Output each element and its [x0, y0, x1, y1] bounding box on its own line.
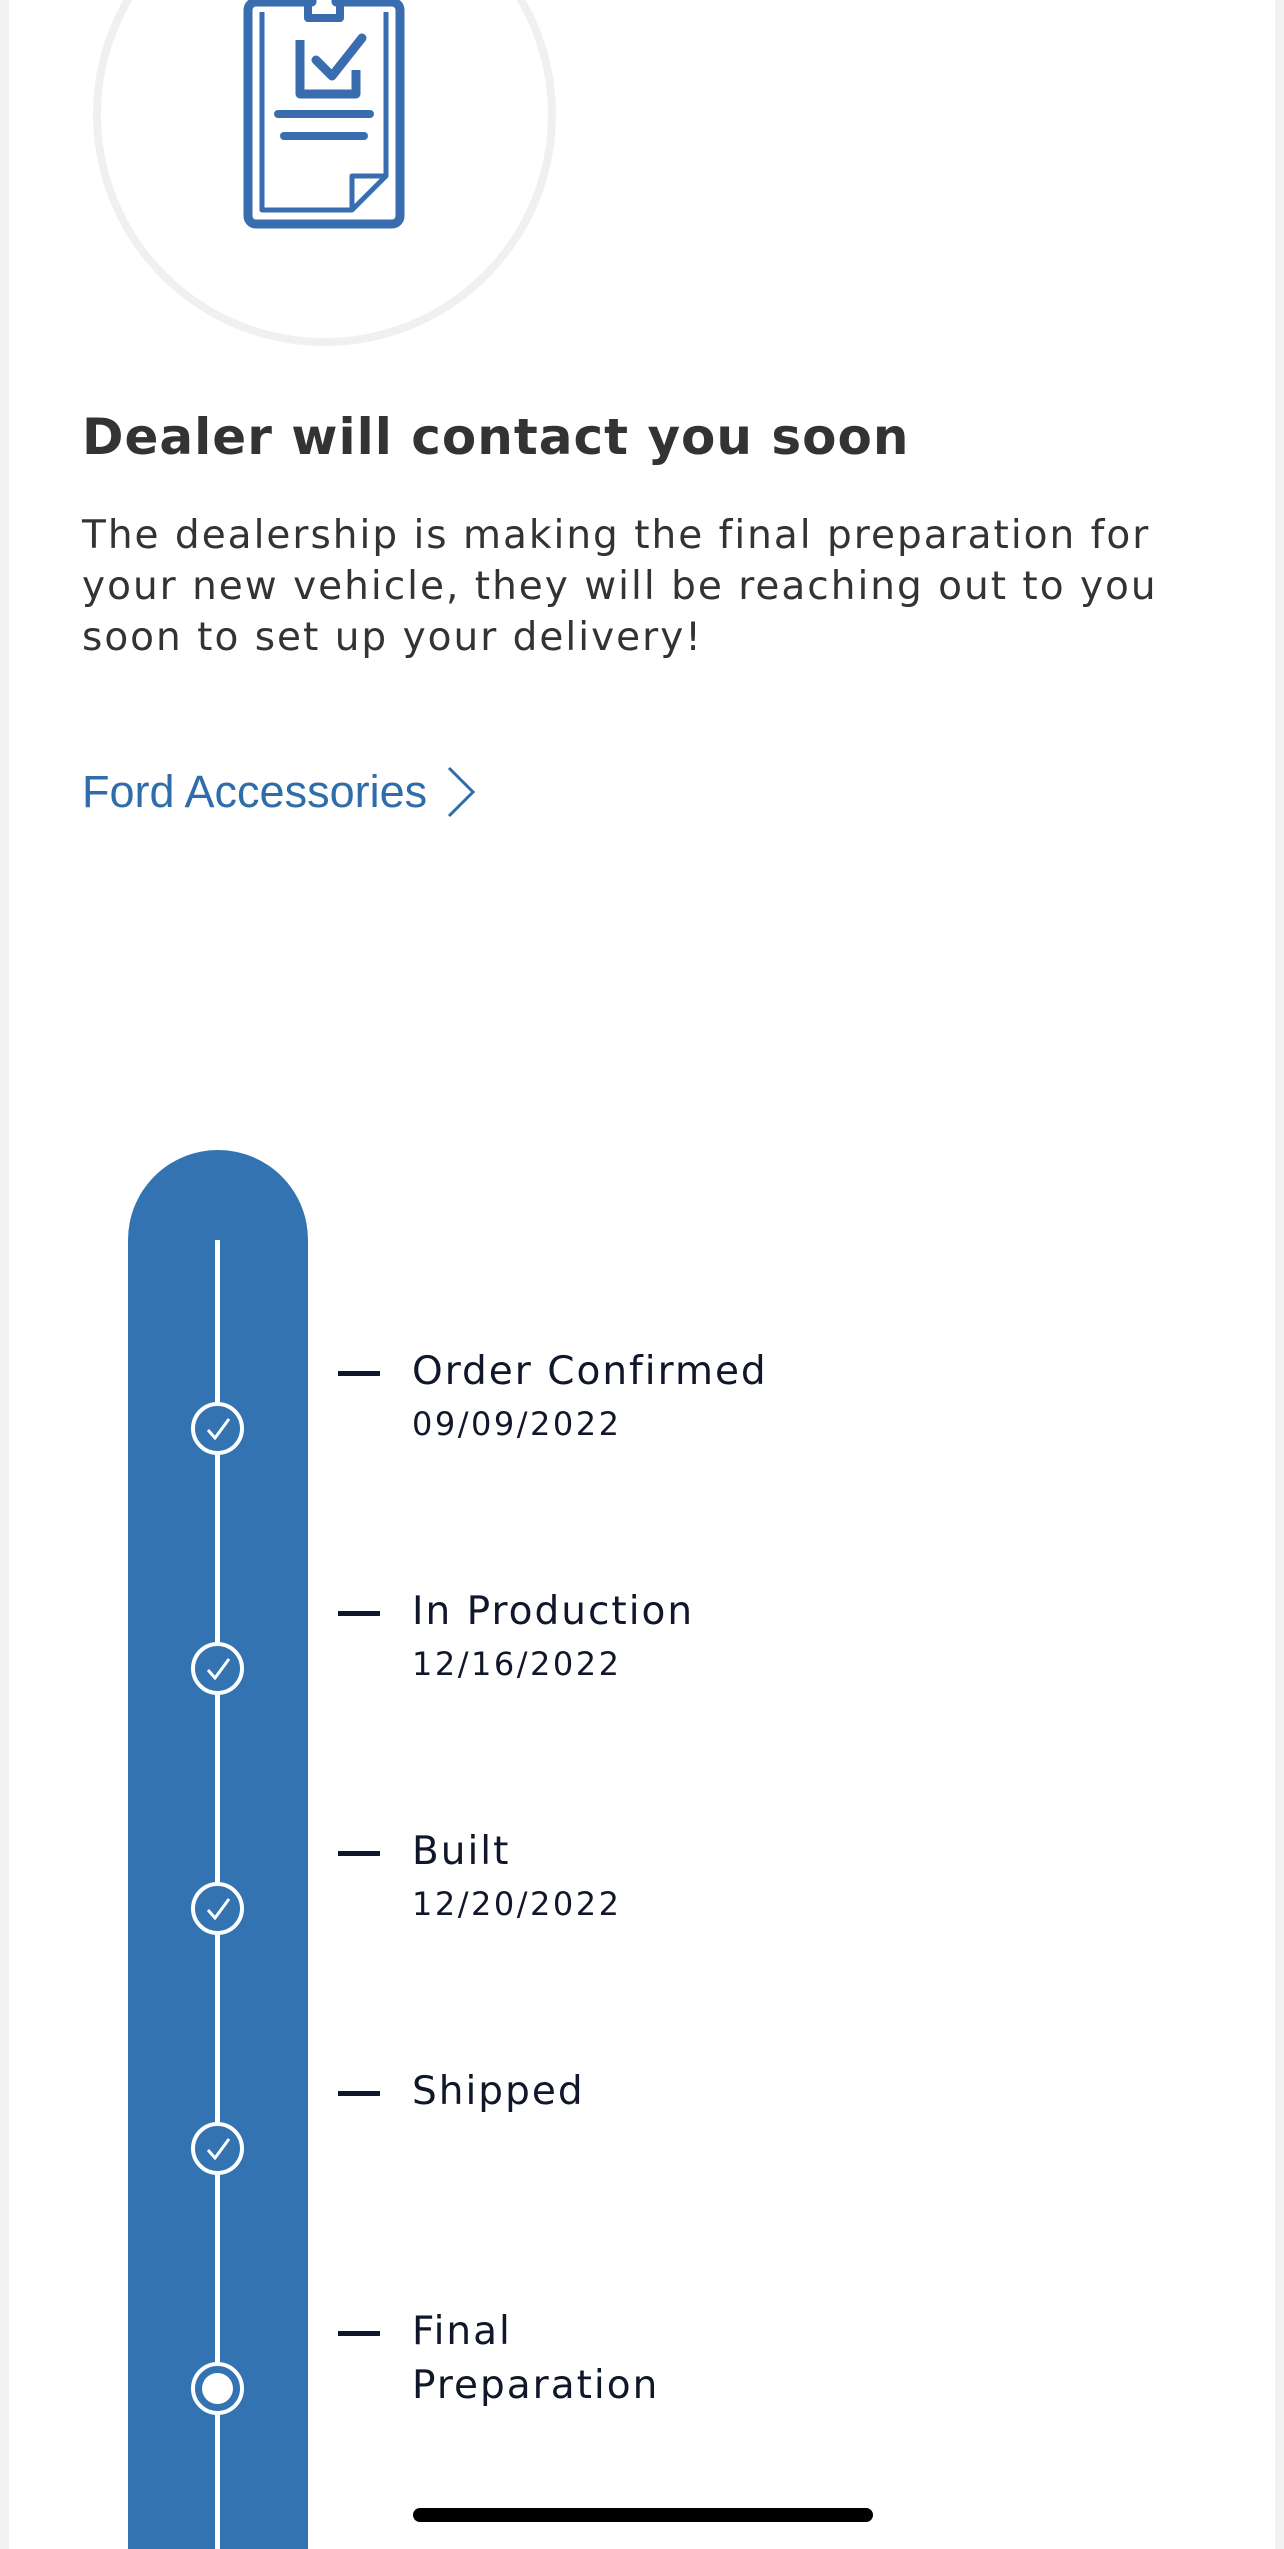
step-complete-marker: [191, 2122, 244, 2175]
checkmark-icon: [206, 2137, 230, 2160]
clipboard-check-icon: [243, 0, 405, 229]
step-date: 12/20/2022: [412, 1885, 622, 1923]
screen-edge-right: [1275, 0, 1284, 2549]
step-title: Built: [412, 1829, 511, 1874]
step-current-marker: [191, 2362, 244, 2415]
step-title: In Production: [412, 1589, 695, 1634]
step-dash: [338, 2091, 380, 2096]
step-complete-marker: [191, 1642, 244, 1695]
checkmark-icon: [206, 1657, 230, 1680]
step-title: Final Preparation: [412, 2309, 660, 2408]
step-complete-marker: [191, 1402, 244, 1455]
current-step-dot: [202, 2373, 233, 2404]
page-heading: Dealer will contact you soon: [82, 408, 910, 466]
step-title: Order Confirmed: [412, 1349, 768, 1394]
ford-accessories-label: Ford Accessories: [82, 766, 428, 817]
step-dash: [338, 1851, 380, 1856]
status-message: The dealership is making the final prepa…: [82, 513, 1158, 660]
step-dash: [338, 1611, 380, 1616]
step-date: 09/09/2022: [412, 1405, 622, 1443]
step-dash: [338, 2331, 380, 2336]
ford-accessories-link[interactable]: Ford Accessories: [82, 765, 477, 819]
step-complete-marker: [191, 1882, 244, 1935]
checkmark-icon: [206, 1417, 230, 1440]
step-date: 12/16/2022: [412, 1645, 622, 1683]
checkmark-icon: [206, 1897, 230, 1920]
step-dash: [338, 1371, 380, 1376]
step-title: Shipped: [412, 2069, 585, 2114]
home-indicator[interactable]: [413, 2508, 873, 2522]
chevron-right-icon: [448, 766, 476, 818]
screen-edge-left: [0, 0, 9, 2549]
